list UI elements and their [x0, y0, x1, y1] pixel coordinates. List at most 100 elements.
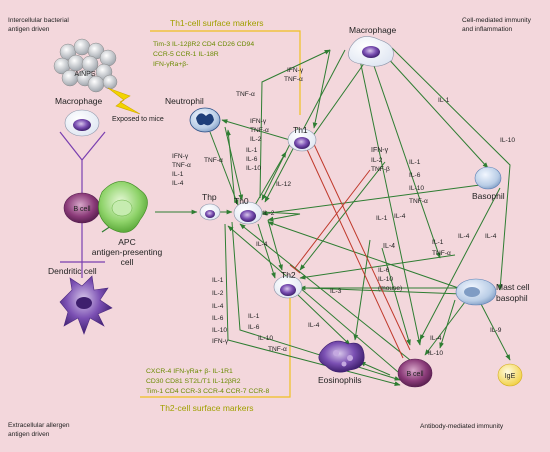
cyt-macro-col-3: IL-10	[409, 185, 424, 192]
macrophage-top-cell	[348, 36, 394, 67]
th0-cell	[233, 201, 263, 225]
cyt-macro-th1-2: TNF-α	[284, 76, 303, 83]
corner-top-right-line2: and inflammation	[462, 26, 513, 33]
cyt-left-col-1: IL-1	[212, 277, 224, 284]
cyt-il4-mast: IL-4	[458, 233, 470, 240]
ige-molecule: IgE	[497, 363, 523, 387]
cyt-il12: IL-12	[276, 181, 291, 188]
inhibition-lines	[289, 139, 411, 359]
corner-top-left-line1: Intercellular bacterial	[8, 17, 69, 24]
cyt-th0-up-3: IL-10	[246, 165, 261, 172]
cyt-ifn-center-2: IL-2	[371, 157, 383, 164]
cyt-mid-col-1: IL-1	[248, 313, 260, 320]
mast-cell	[455, 278, 497, 306]
cyt-il1-baso-1: IL-1	[376, 215, 388, 222]
cyt-th1-neut: TNF-α	[236, 91, 255, 98]
corner-top-left-line2: antigen driven	[8, 26, 50, 33]
th2-marker-box	[140, 295, 291, 398]
cyt-left-col-2: IL-2	[212, 290, 224, 297]
lightning-icon	[107, 87, 141, 115]
cyt-neut-th0: TNF-α	[204, 157, 223, 164]
macrophage-left-cell	[64, 109, 100, 137]
apc-cell	[98, 181, 148, 233]
corner-bottom-left-line1: Extracellular allergen	[8, 422, 70, 429]
cyt-th0-neut-left-4: IL-4	[172, 180, 184, 187]
corner-top-right-line1: Cell-mediated immunity	[462, 17, 532, 24]
eosinophils-label: Eosinophils	[318, 375, 361, 385]
cyt-th1-mid-3: IL-2	[250, 136, 262, 143]
mast-label-2: basophil	[496, 293, 528, 303]
th1-markers-title: Th1-cell surface markers	[170, 18, 264, 28]
connection-arrows	[155, 47, 511, 386]
th2-label: Th2	[281, 270, 296, 280]
cyt-th0-neut-left-3: IL-1	[172, 171, 184, 178]
cyt-left-col-6: IFN-γ	[212, 338, 229, 345]
cyt-th1-mid-2: TNF-α	[250, 127, 269, 134]
th1-cell	[287, 128, 317, 152]
cyt-il6-mouse-2: IL-10	[378, 276, 393, 283]
macrophage-top-label: Macrophage	[349, 25, 397, 35]
cyt-ifn-center-1: IFN-γ	[371, 147, 389, 154]
cyt-il4-center: IL-4	[383, 243, 395, 250]
corner-bottom-left-line2: antigen driven	[8, 431, 50, 438]
cyt-il10-b: IL-10	[428, 350, 443, 357]
cyt-il3: IL-3	[330, 288, 342, 295]
b-cell-cell: B cell	[397, 358, 433, 388]
cyt-il4-far: IL-4	[485, 233, 497, 240]
apc-label-3: cell	[121, 257, 134, 267]
th1-marker-box	[150, 30, 301, 115]
exposed-label: Exposed to mice	[112, 116, 164, 123]
basophil-cell	[474, 166, 502, 190]
th1-markers-line1: Tim-3 IL-12βR2 CD4 CD26 CD94	[153, 41, 254, 48]
eosinophils-cell	[318, 340, 365, 373]
cyt-ifn-center-3: TNF-β	[371, 166, 390, 173]
cyt-th1-mid-1: IFN-γ	[250, 118, 267, 125]
dendritic-cell	[59, 275, 113, 335]
ainps-label: AINPS	[74, 71, 95, 78]
cyt-macro-col-4: TNF-α	[409, 198, 428, 205]
cyt-il10-right: IL-10	[500, 137, 515, 144]
cyt-left-col-4: IL-6	[212, 315, 224, 322]
cyt-th0-neut-left-1: IFN-γ	[172, 153, 189, 160]
neutrophil-label: Neutrophil	[165, 96, 204, 106]
ainps-cluster: AINPS	[53, 38, 118, 93]
thp-cell	[199, 203, 221, 221]
cyt-il4-th0: IL-4	[256, 241, 268, 248]
cyt-il1-baso: IL-1	[438, 97, 450, 104]
cyt-il4-eos: IL-4	[308, 322, 320, 329]
th0-label: Th0	[234, 196, 249, 206]
th2-markers-line1: CXCR-4 IFN-γRa+ β- IL-1R1	[146, 368, 233, 375]
b-cell-left-cell: B cell	[63, 192, 101, 224]
cyt-left-col-5: IL-10	[212, 327, 227, 334]
cyt-il1-tnf-mast-1: IL-1	[432, 239, 444, 246]
cyt-th0-neut-left-2: TNF-α	[172, 162, 191, 169]
th1-markers-line2: CCR-5 CCR-1 IL-18R	[153, 51, 219, 58]
cyt-mid-col-2: IL-6	[248, 324, 260, 331]
cyt-il1-tnf-mast-2: TNF-α	[432, 250, 451, 257]
cyt-macro-th1-1: IFN-γ	[287, 67, 304, 74]
th1-markers-line3: IFN-γRa+β-	[153, 61, 188, 68]
cytokine-labels: IFN-γ TNF-α TNF-α IFN-γ TNF-α IL-2 IL-1 …	[172, 67, 515, 357]
cyt-th0-up-2: IL-6	[246, 156, 258, 163]
cyt-left-col-3: IL-4	[212, 303, 224, 310]
macrophage-left-label: Macrophage	[55, 96, 103, 106]
neutrophil-cell	[189, 107, 221, 133]
cyt-il4-baso-2: IL-4	[394, 213, 406, 220]
cyt-macro-col-1: IL-1	[409, 159, 421, 166]
th2-markers-line3: Tim-1 CD4 CCR-3 CCR-4 CCR-7 CCR-8	[146, 388, 269, 395]
cyt-il2: IL-2	[263, 210, 275, 217]
b-cell-label: B cell	[406, 371, 424, 378]
apc-label: APC	[118, 237, 135, 247]
cyt-il4-b: IL-4	[430, 335, 442, 342]
mast-label: Mast cell	[496, 282, 530, 292]
dendritic-label: Dendritic cell	[48, 266, 97, 276]
cyt-il9: IL-9	[490, 327, 502, 334]
th1-label: Th1	[293, 125, 308, 135]
basophil-label: Basophil	[472, 191, 505, 201]
cyt-il6-mouse-3: (mouse)	[378, 285, 402, 292]
cyt-macro-col-2: IL-6	[409, 172, 421, 179]
cyt-il6-mouse-1: IL-6	[378, 267, 390, 274]
cyt-mid-col-3: IL-10	[258, 335, 273, 342]
thp-label: Thp	[202, 192, 217, 202]
